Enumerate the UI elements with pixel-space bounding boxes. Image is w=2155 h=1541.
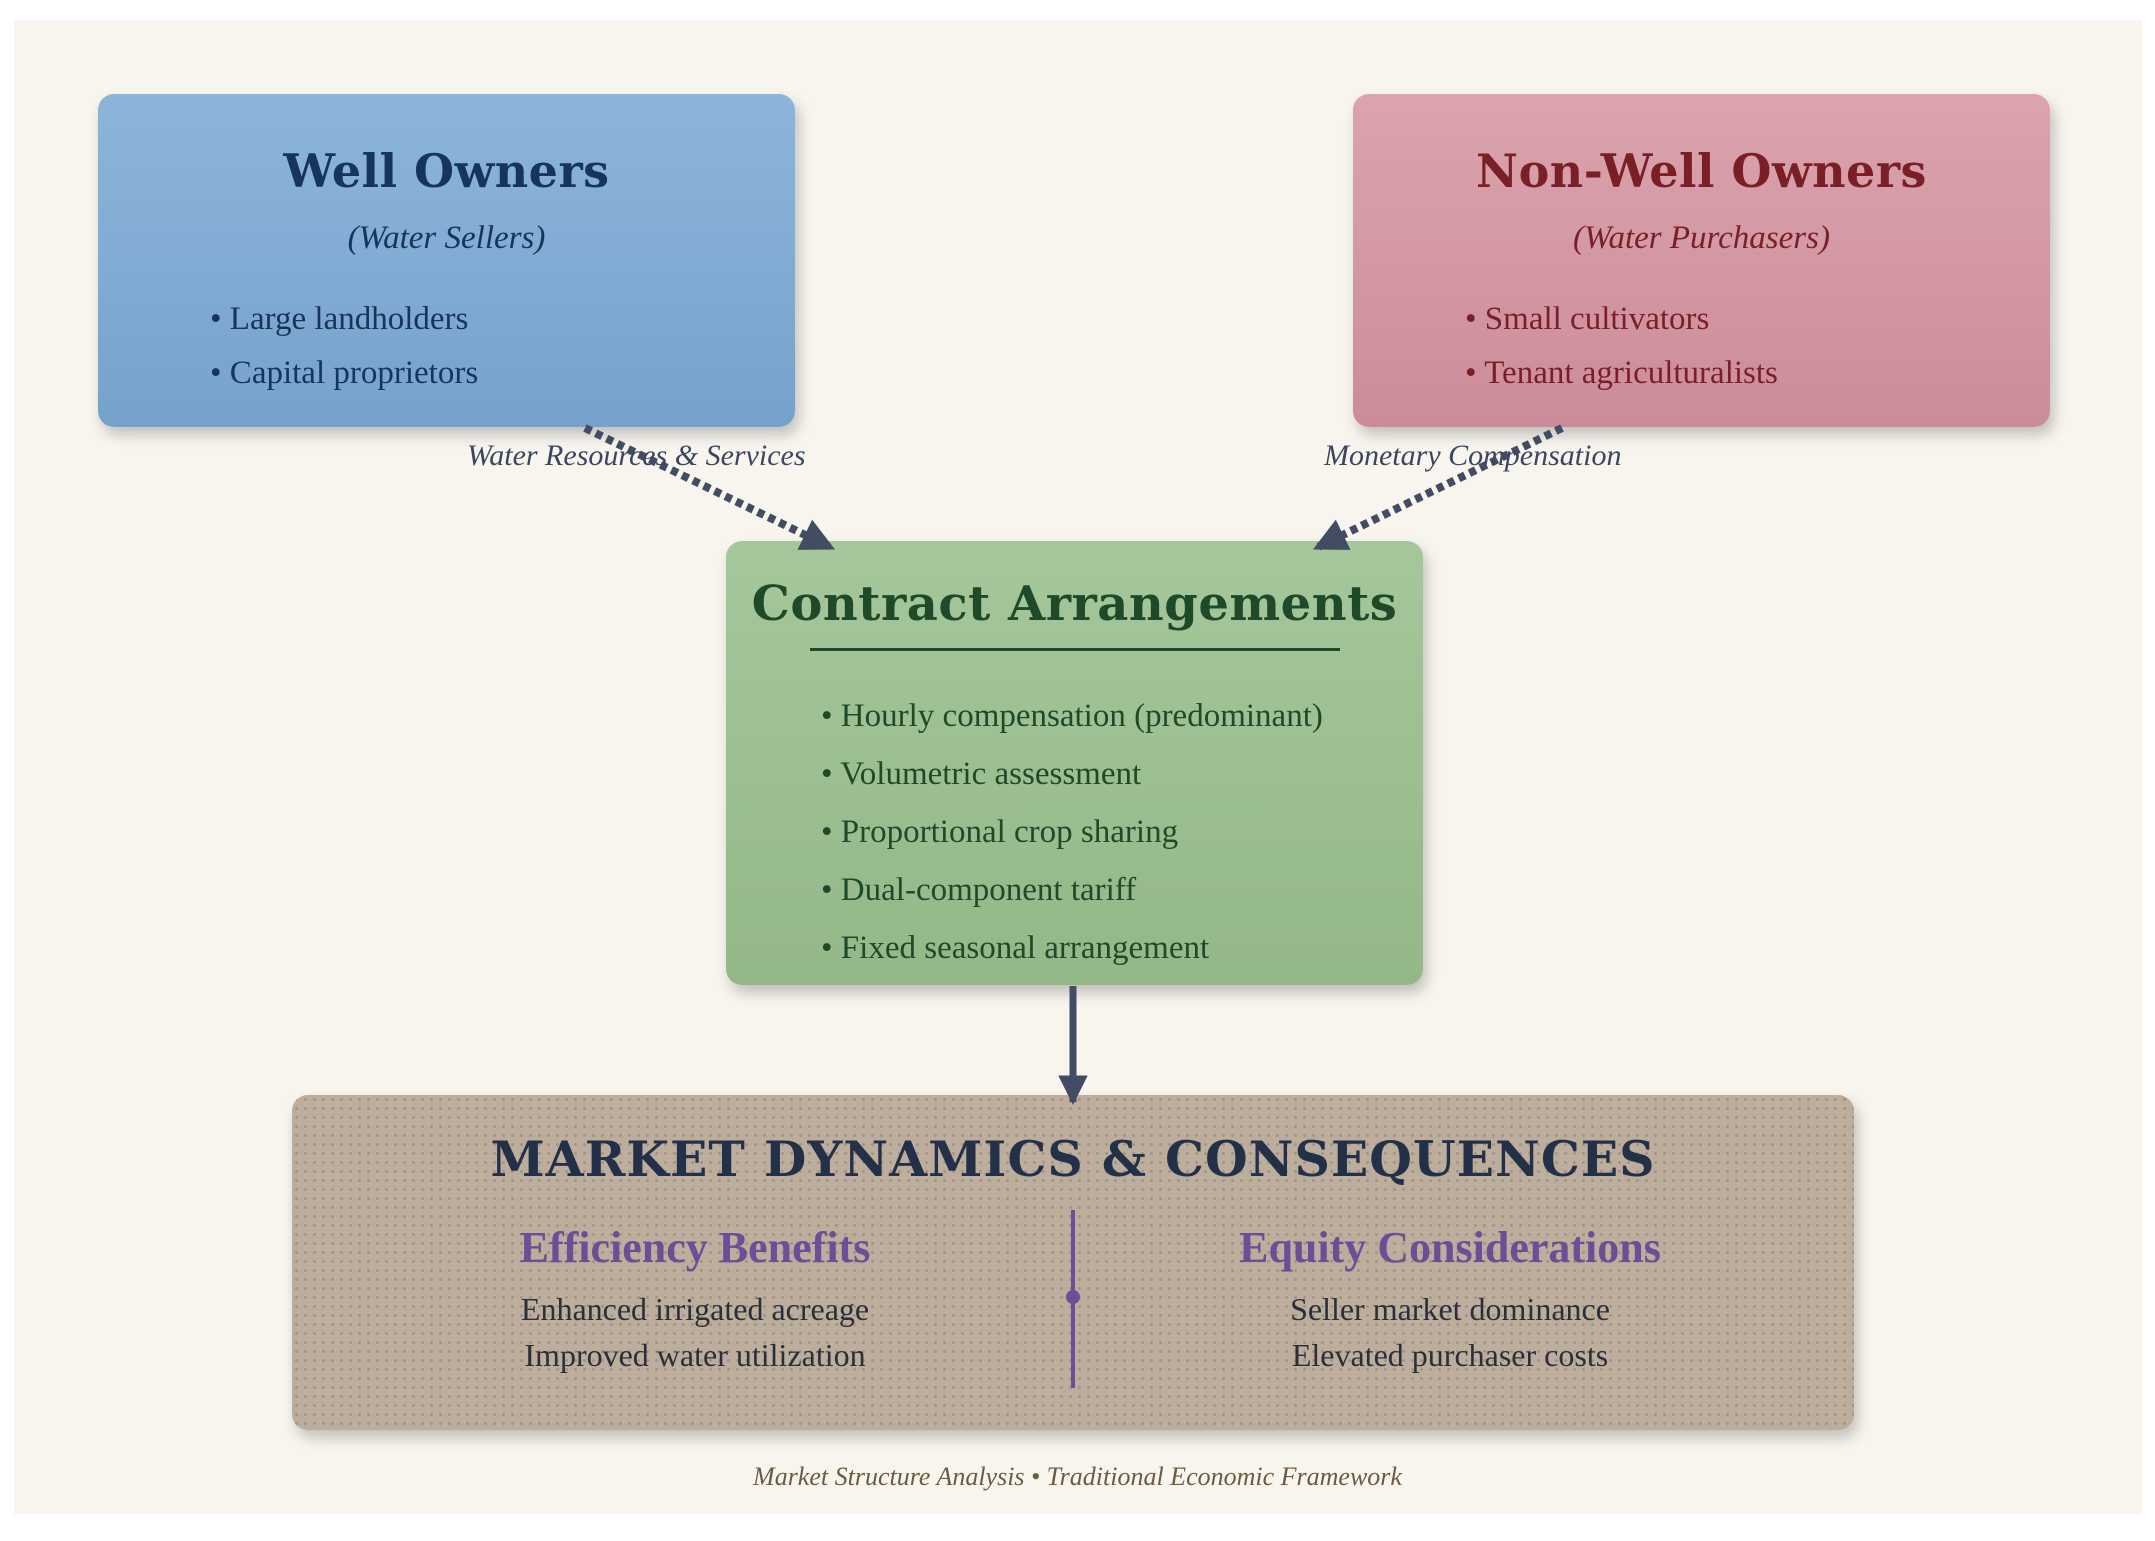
well-owners-subtitle: (Water Sellers) bbox=[347, 220, 546, 256]
well-owners-list: • Large landholders • Capital proprietor… bbox=[210, 292, 478, 400]
list-item: Enhanced irrigated acreage bbox=[520, 1291, 870, 1327]
well-owners-title: Well Owners bbox=[283, 144, 610, 198]
edge-label-water-services: Water Resources & Services bbox=[467, 439, 806, 472]
list-item: Elevated purchaser costs bbox=[1291, 1337, 1609, 1373]
contract-title-underline bbox=[810, 648, 1340, 651]
list-item: • Volumetric assessment bbox=[821, 756, 1142, 792]
efficiency-column: Efficiency Benefits Enhanced irrigated a… bbox=[415, 1220, 975, 1378]
list-item: • Fixed seasonal arrangement bbox=[821, 930, 1210, 966]
edge-label-monetary-compensation: Monetary Compensation bbox=[1324, 439, 1622, 472]
non-well-owners-title: Non-Well Owners bbox=[1476, 144, 1927, 198]
list-item: • Proportional crop sharing bbox=[821, 814, 1179, 850]
list-item: Seller market dominance bbox=[1290, 1291, 1610, 1327]
list-item: • Small cultivators bbox=[1465, 301, 1710, 337]
list-item: • Capital proprietors bbox=[210, 355, 479, 391]
footer-caption: Market Structure Analysis • Traditional … bbox=[753, 1462, 1402, 1491]
contract-arrangements-node: Contract Arrangements • Hourly compensat… bbox=[726, 541, 1423, 985]
non-well-owners-subtitle: (Water Purchasers) bbox=[1573, 220, 1830, 256]
equity-heading: Equity Considerations bbox=[1239, 1223, 1661, 1272]
contract-list: • Hourly compensation (predominant) • Vo… bbox=[821, 687, 1323, 977]
non-well-owners-list: • Small cultivators • Tenant agricultura… bbox=[1465, 292, 1778, 400]
equity-column: Equity Considerations Seller market domi… bbox=[1170, 1220, 1730, 1378]
non-well-owners-node: Non-Well Owners (Water Purchasers) • Sma… bbox=[1353, 94, 2050, 427]
list-item: • Tenant agriculturalists bbox=[1465, 355, 1778, 391]
list-item: • Dual-component tariff bbox=[821, 872, 1137, 908]
contract-title: Contract Arrangements bbox=[751, 576, 1398, 632]
list-item: • Large landholders bbox=[210, 301, 469, 337]
list-item: • Hourly compensation (predominant) bbox=[821, 698, 1323, 734]
list-item: Improved water utilization bbox=[524, 1337, 866, 1373]
market-dynamics-node: MARKET DYNAMICS & CONSEQUENCES Efficienc… bbox=[292, 1095, 1854, 1430]
efficiency-heading: Efficiency Benefits bbox=[519, 1223, 871, 1272]
well-owners-node: Well Owners (Water Sellers) • Large land… bbox=[98, 94, 795, 427]
market-title: MARKET DYNAMICS & CONSEQUENCES bbox=[490, 1130, 1656, 1188]
